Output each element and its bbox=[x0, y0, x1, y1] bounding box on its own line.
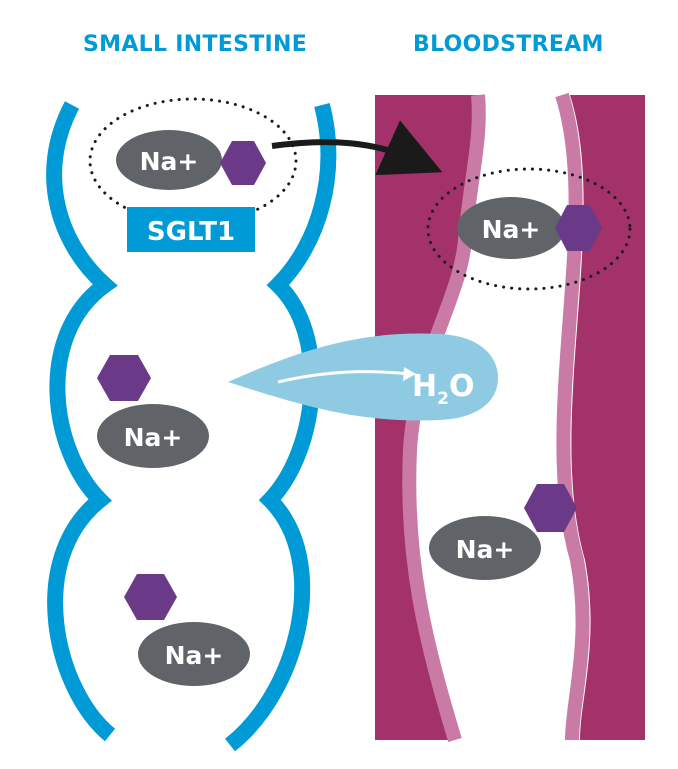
ion-group-intestine-middle: Na+ bbox=[97, 355, 209, 468]
small-intestine-header: SMALL INTESTINE bbox=[83, 32, 308, 57]
ion-group-blood-bottom: Na+ bbox=[429, 484, 577, 580]
sglt1-complex-outline bbox=[88, 97, 298, 225]
ion-group-blood-top: Na+ bbox=[457, 197, 602, 259]
sodium-ion bbox=[138, 622, 250, 686]
sodium-ion bbox=[429, 516, 541, 580]
water-label: H2O bbox=[412, 369, 474, 409]
sglt1-box bbox=[127, 207, 255, 252]
sodium-ion bbox=[457, 197, 565, 259]
glucose-hexagon bbox=[124, 574, 177, 620]
intestine-wall-right bbox=[224, 103, 337, 752]
intestine-walls bbox=[46, 101, 337, 752]
vessel-lumen bbox=[409, 95, 591, 740]
bloodstream-header: BLOODSTREAM bbox=[413, 32, 604, 57]
water-arrow bbox=[277, 370, 411, 384]
glucose-hexagon bbox=[220, 141, 266, 185]
glucose-hexagon bbox=[555, 205, 602, 251]
glucose-hexagon bbox=[524, 484, 577, 532]
sglt1-label: SGLT1 bbox=[147, 217, 235, 247]
sodium-ion bbox=[116, 130, 222, 190]
sodium-ion bbox=[97, 404, 209, 468]
sodium-ion-label: Na+ bbox=[482, 215, 541, 244]
intestine-wall-left bbox=[46, 101, 118, 742]
ion-group-sglt1: Na+ bbox=[116, 130, 266, 190]
ion-group-intestine-bottom: Na+ bbox=[124, 574, 250, 686]
sodium-ion-label: Na+ bbox=[124, 423, 183, 452]
absorbed-complex-outline bbox=[426, 167, 632, 291]
sodium-ion-label: Na+ bbox=[165, 641, 224, 670]
transport-arrow bbox=[271, 120, 443, 176]
sodium-ion-label: Na+ bbox=[456, 535, 515, 564]
sodium-ion-label: Na+ bbox=[140, 147, 199, 176]
water-droplet bbox=[228, 333, 498, 421]
glucose-hexagon bbox=[97, 355, 151, 401]
water-arrow-head bbox=[403, 367, 416, 381]
